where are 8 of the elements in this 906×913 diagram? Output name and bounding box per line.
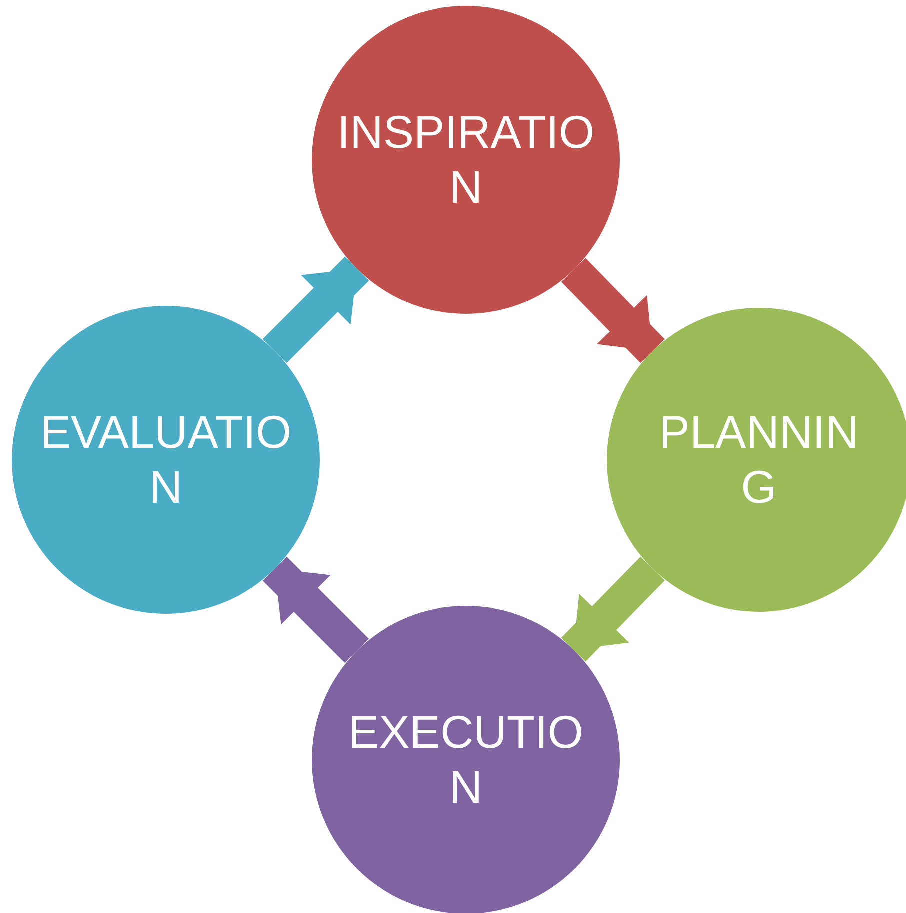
block-arrow	[262, 556, 370, 664]
stage-label: EVALUATION	[39, 404, 293, 515]
block-arrow	[561, 258, 665, 364]
stage-label: PLANNING	[658, 404, 860, 515]
block-arrow	[561, 556, 665, 662]
stage-label: EXECUTION	[347, 704, 585, 815]
stage-label: INSPIRATION	[336, 104, 596, 215]
block-arrow	[262, 256, 370, 364]
